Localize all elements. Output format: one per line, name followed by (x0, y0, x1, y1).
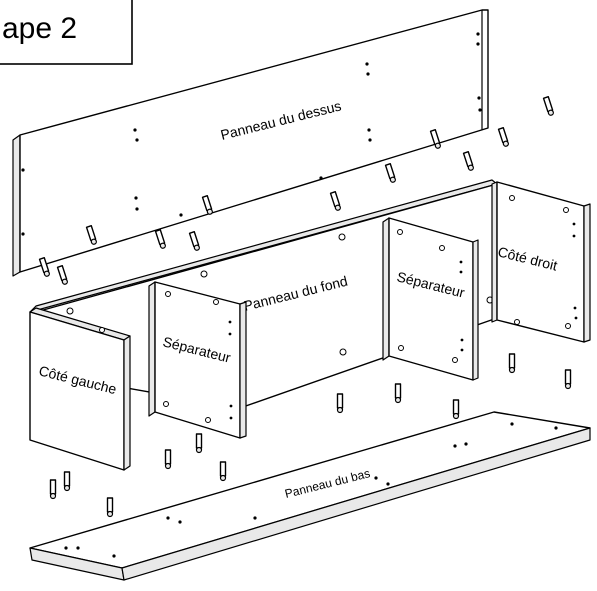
dowel (195, 433, 203, 454)
dowel (542, 96, 554, 116)
right-side-panel: Côté droit (491, 181, 591, 343)
top-panel: Panneau du dessus (12, 9, 489, 277)
dowel (219, 461, 227, 482)
dowel (201, 195, 213, 215)
dowel (106, 497, 114, 518)
bottom-panel: Panneau du bas (29, 411, 591, 581)
separator-left: Séparateur (148, 281, 247, 439)
dowel (56, 265, 68, 285)
dowel (394, 383, 402, 404)
dowel (63, 471, 71, 492)
dowel (38, 257, 50, 277)
dowel (462, 151, 474, 171)
left-side-panel: Côté gauche (29, 307, 131, 471)
dowel (188, 231, 200, 251)
dowel (329, 191, 341, 211)
dowel (452, 399, 460, 420)
step-title: ape 2 (2, 12, 77, 45)
dowel (154, 229, 166, 249)
dowel (508, 353, 516, 374)
step-title-box: ape 2 (0, 0, 133, 65)
dowel (85, 225, 97, 245)
dowel (564, 369, 572, 390)
dowels (38, 96, 572, 518)
dowel (497, 127, 509, 147)
dowel (384, 163, 396, 183)
dowel (429, 129, 441, 149)
dowel (164, 449, 172, 470)
dowel (49, 479, 57, 500)
dowel (336, 393, 344, 414)
separator-right: Séparateur (382, 217, 479, 381)
